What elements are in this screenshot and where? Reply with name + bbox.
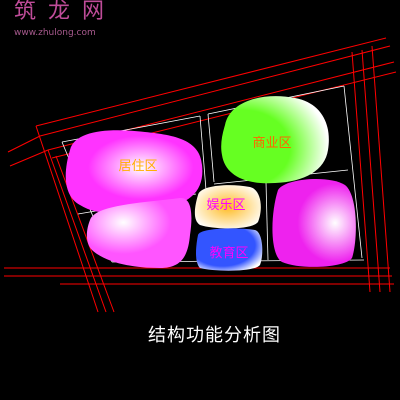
west-road-line <box>47 149 107 313</box>
zone-education <box>196 228 263 271</box>
zone-residential <box>65 130 203 213</box>
east-road-line <box>351 51 371 293</box>
east-road-line <box>361 49 381 293</box>
label-residential: 居住区 <box>118 159 157 174</box>
watermark-url: www.zhulong.com <box>14 28 96 38</box>
west-road-line <box>55 155 115 313</box>
label-entertainment: 娱乐区 <box>206 198 245 213</box>
boundary-line <box>199 115 207 191</box>
zone-entertainment <box>194 185 261 229</box>
north-road-line <box>35 37 387 127</box>
diagram-title: 结构功能分析图 <box>148 325 281 346</box>
boundary-line <box>207 113 215 183</box>
northwest-road-line <box>7 135 41 153</box>
northwest-road-line <box>9 149 49 167</box>
zone-commercial <box>221 96 329 184</box>
east-road-line <box>371 45 391 293</box>
zone-east-block <box>272 178 356 267</box>
zone-residential-south <box>86 197 192 268</box>
boundary-line <box>343 85 363 259</box>
boundary-line <box>265 181 269 261</box>
north-road-line <box>39 45 391 137</box>
label-education: 教育区 <box>209 245 248 261</box>
label-commercial: 商业区 <box>252 136 291 151</box>
watermark-name: 筑龙网 <box>14 0 116 24</box>
west-road-line <box>35 125 99 313</box>
